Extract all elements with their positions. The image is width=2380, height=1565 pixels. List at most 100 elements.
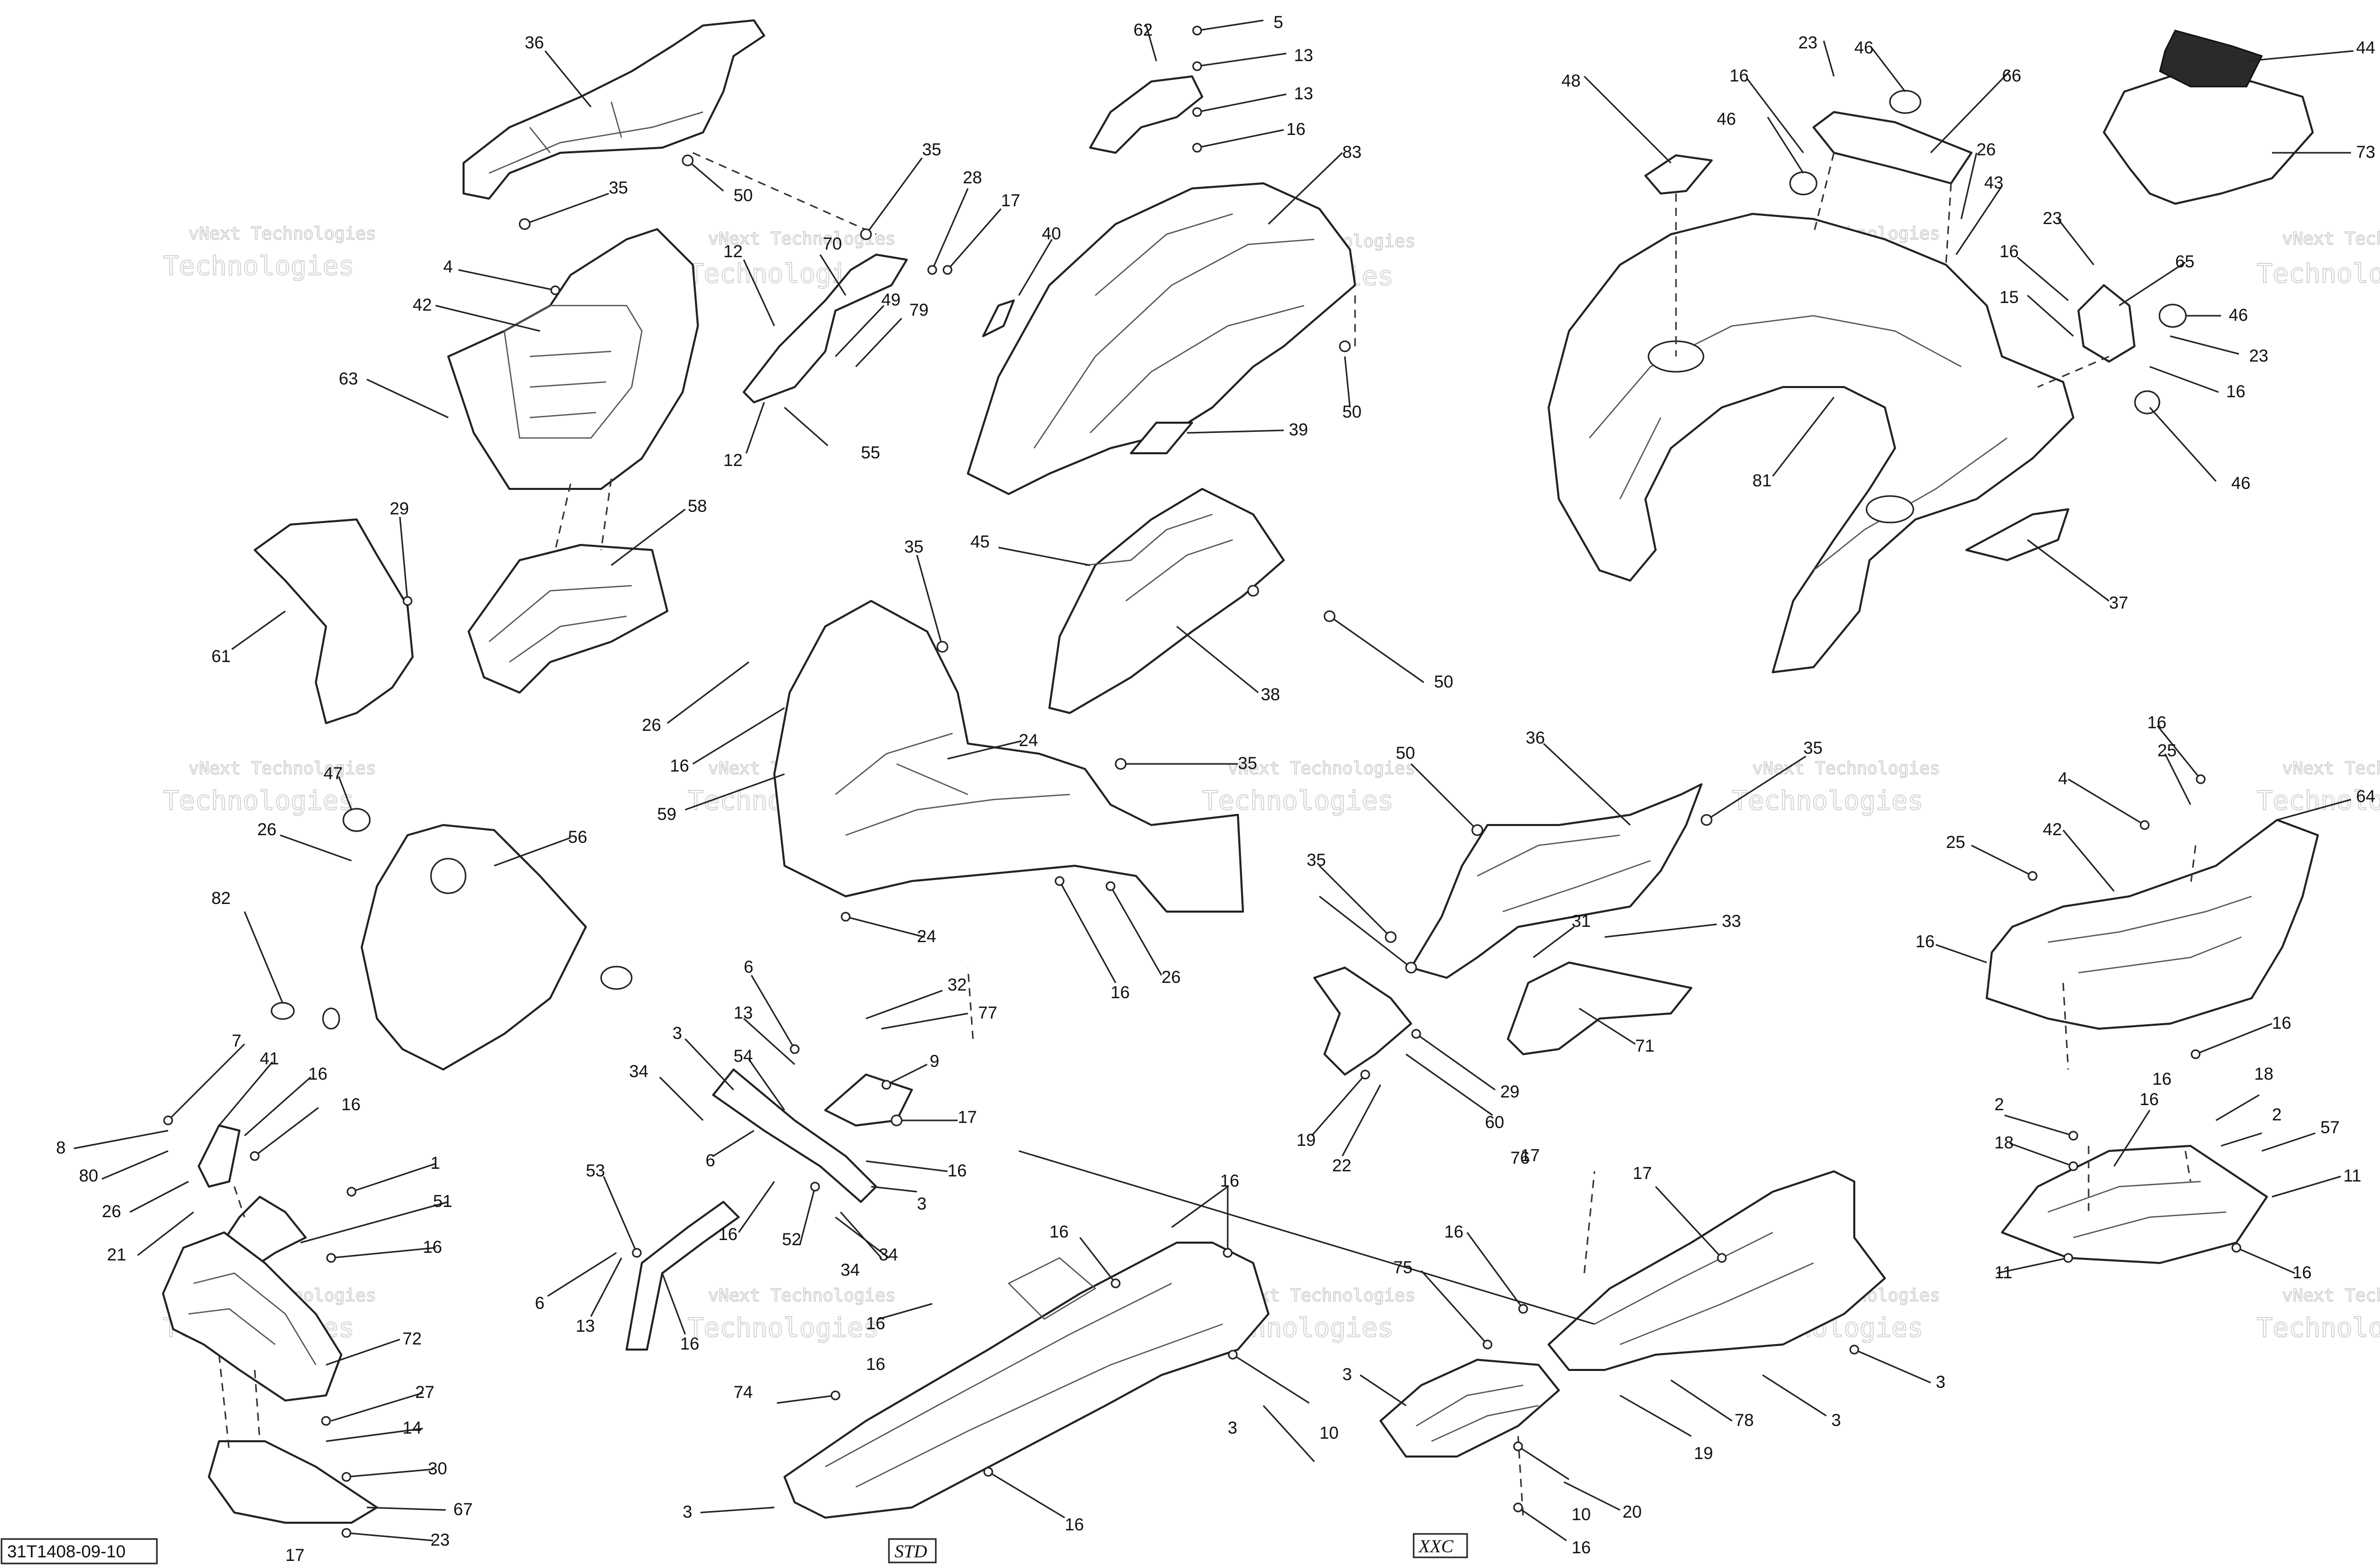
callout-26: 26	[257, 820, 277, 839]
watermark-text: vNext Technologies	[188, 224, 376, 244]
bolt	[163, 1115, 173, 1125]
callout-16: 16	[948, 1161, 967, 1180]
part-62-bracket	[1089, 75, 1203, 154]
callout-34: 34	[629, 1062, 648, 1081]
bolt	[841, 912, 851, 922]
watermark-text: Technologies	[163, 786, 355, 816]
callout-41: 41	[260, 1049, 279, 1068]
callout-13: 13	[1294, 84, 1313, 103]
nut	[326, 1253, 336, 1263]
reference-code-frame	[1, 1538, 158, 1564]
callout-71: 71	[1635, 1036, 1655, 1056]
callout-46: 46	[2231, 474, 2251, 493]
callout-12: 12	[723, 242, 743, 261]
callout-3: 10	[1319, 1423, 1339, 1443]
callout-6: 6	[535, 1294, 545, 1313]
watermark-text: vNext Technologies	[2282, 758, 2380, 779]
watermark-text: Technologies	[2257, 1313, 2380, 1343]
nut	[1111, 1278, 1121, 1288]
callout-36: 36	[525, 33, 544, 52]
watermark-text: Technologies	[2257, 786, 2380, 816]
callout-44: 44	[2356, 38, 2375, 58]
callout-16: 16	[2147, 713, 2167, 732]
part-36-right-detail	[1477, 834, 1651, 913]
callout-17: 17	[1001, 191, 1020, 210]
callout-25: 25	[2157, 741, 2177, 760]
callout-11: 16	[2292, 1263, 2312, 1282]
callout-64: 64	[2356, 787, 2375, 806]
callout-2: 57	[2320, 1118, 2340, 1137]
callout-31: 31	[1572, 912, 1591, 931]
nut	[860, 228, 872, 240]
nut	[1223, 1248, 1233, 1258]
watermark-text: Technologies	[2257, 259, 2380, 289]
bolt	[402, 596, 413, 606]
nut	[1482, 1339, 1493, 1350]
watermark-text: vNext Technologies	[2282, 229, 2380, 249]
watermark-text: vNext Technologies	[1228, 758, 1415, 779]
callout-36: 36	[1526, 728, 1545, 748]
bolt	[341, 1528, 351, 1538]
callout-3: 3	[1831, 1411, 1841, 1430]
part-83-detail	[1033, 213, 1315, 449]
callout-56: 56	[568, 828, 587, 847]
callout-81: 81	[1752, 471, 1772, 490]
callout-23: 23	[2043, 209, 2062, 228]
bolt	[1192, 25, 1202, 36]
leader-lines	[73, 19, 2354, 1542]
callout-16: 75	[1393, 1258, 1413, 1277]
callout-17: 16	[1444, 1222, 1464, 1242]
bolt	[346, 1187, 357, 1197]
callout-35: 35	[1803, 738, 1823, 758]
bolt	[830, 1390, 841, 1401]
part-42-rear-tray	[2047, 895, 2252, 974]
callout-35: 35	[1307, 850, 1326, 870]
callout-73: 73	[2356, 143, 2375, 162]
nut	[936, 641, 949, 653]
callout-50: 50	[1396, 744, 1415, 763]
callout-8: 8	[56, 1138, 66, 1158]
callout-45: 45	[970, 532, 990, 552]
callout-21: 21	[107, 1245, 126, 1265]
part-44-seat-pad	[2159, 30, 2263, 88]
part-38-center-panel	[1048, 488, 1285, 714]
callout-16: 16	[341, 1095, 361, 1114]
fasteners	[163, 25, 2241, 1538]
part-65-bracket	[2077, 284, 2135, 363]
watermark-text: vNext Technologies	[708, 1285, 896, 1306]
callout-5: 5	[1274, 13, 1283, 32]
callout-6: 6	[744, 957, 753, 977]
callout-16: 16	[423, 1238, 442, 1257]
callout-53: 53	[586, 1161, 605, 1180]
xxc-label: XXC	[1418, 1536, 1454, 1556]
part-66-bracket	[1813, 111, 1972, 184]
washer	[1192, 61, 1202, 71]
nut	[1247, 585, 1259, 597]
bolt	[321, 1416, 331, 1426]
watermark-text: Technologies	[1732, 786, 1924, 816]
callout-16: 16	[670, 756, 689, 776]
callout-16: 16	[866, 1355, 885, 1374]
callout-77: 77	[978, 1003, 997, 1023]
callout-65: 65	[2175, 252, 2195, 271]
callout-3: 3	[1936, 1372, 1945, 1392]
cup-holder	[1865, 495, 1914, 524]
part-37-cover	[1965, 508, 2069, 561]
part-59-detail	[835, 732, 1070, 836]
callout-6: 6	[706, 1151, 715, 1170]
bolt	[2196, 774, 2206, 784]
nut	[890, 1114, 903, 1127]
nut	[519, 218, 531, 230]
callout-70: 70	[823, 234, 842, 254]
xxc-label-box	[1413, 1533, 1468, 1558]
callout-46: 46	[1717, 109, 1736, 129]
callout-42: 42	[2043, 820, 2062, 839]
nut	[1385, 931, 1397, 943]
callout-35: 35	[922, 140, 941, 159]
bolt	[1513, 1441, 1523, 1451]
callout-23: 23	[1798, 33, 1818, 52]
part-46-plug	[2134, 390, 2160, 415]
std-label-box	[888, 1538, 937, 1563]
callout-3: 78	[1735, 1411, 1754, 1430]
callout-67: 67	[453, 1500, 473, 1519]
